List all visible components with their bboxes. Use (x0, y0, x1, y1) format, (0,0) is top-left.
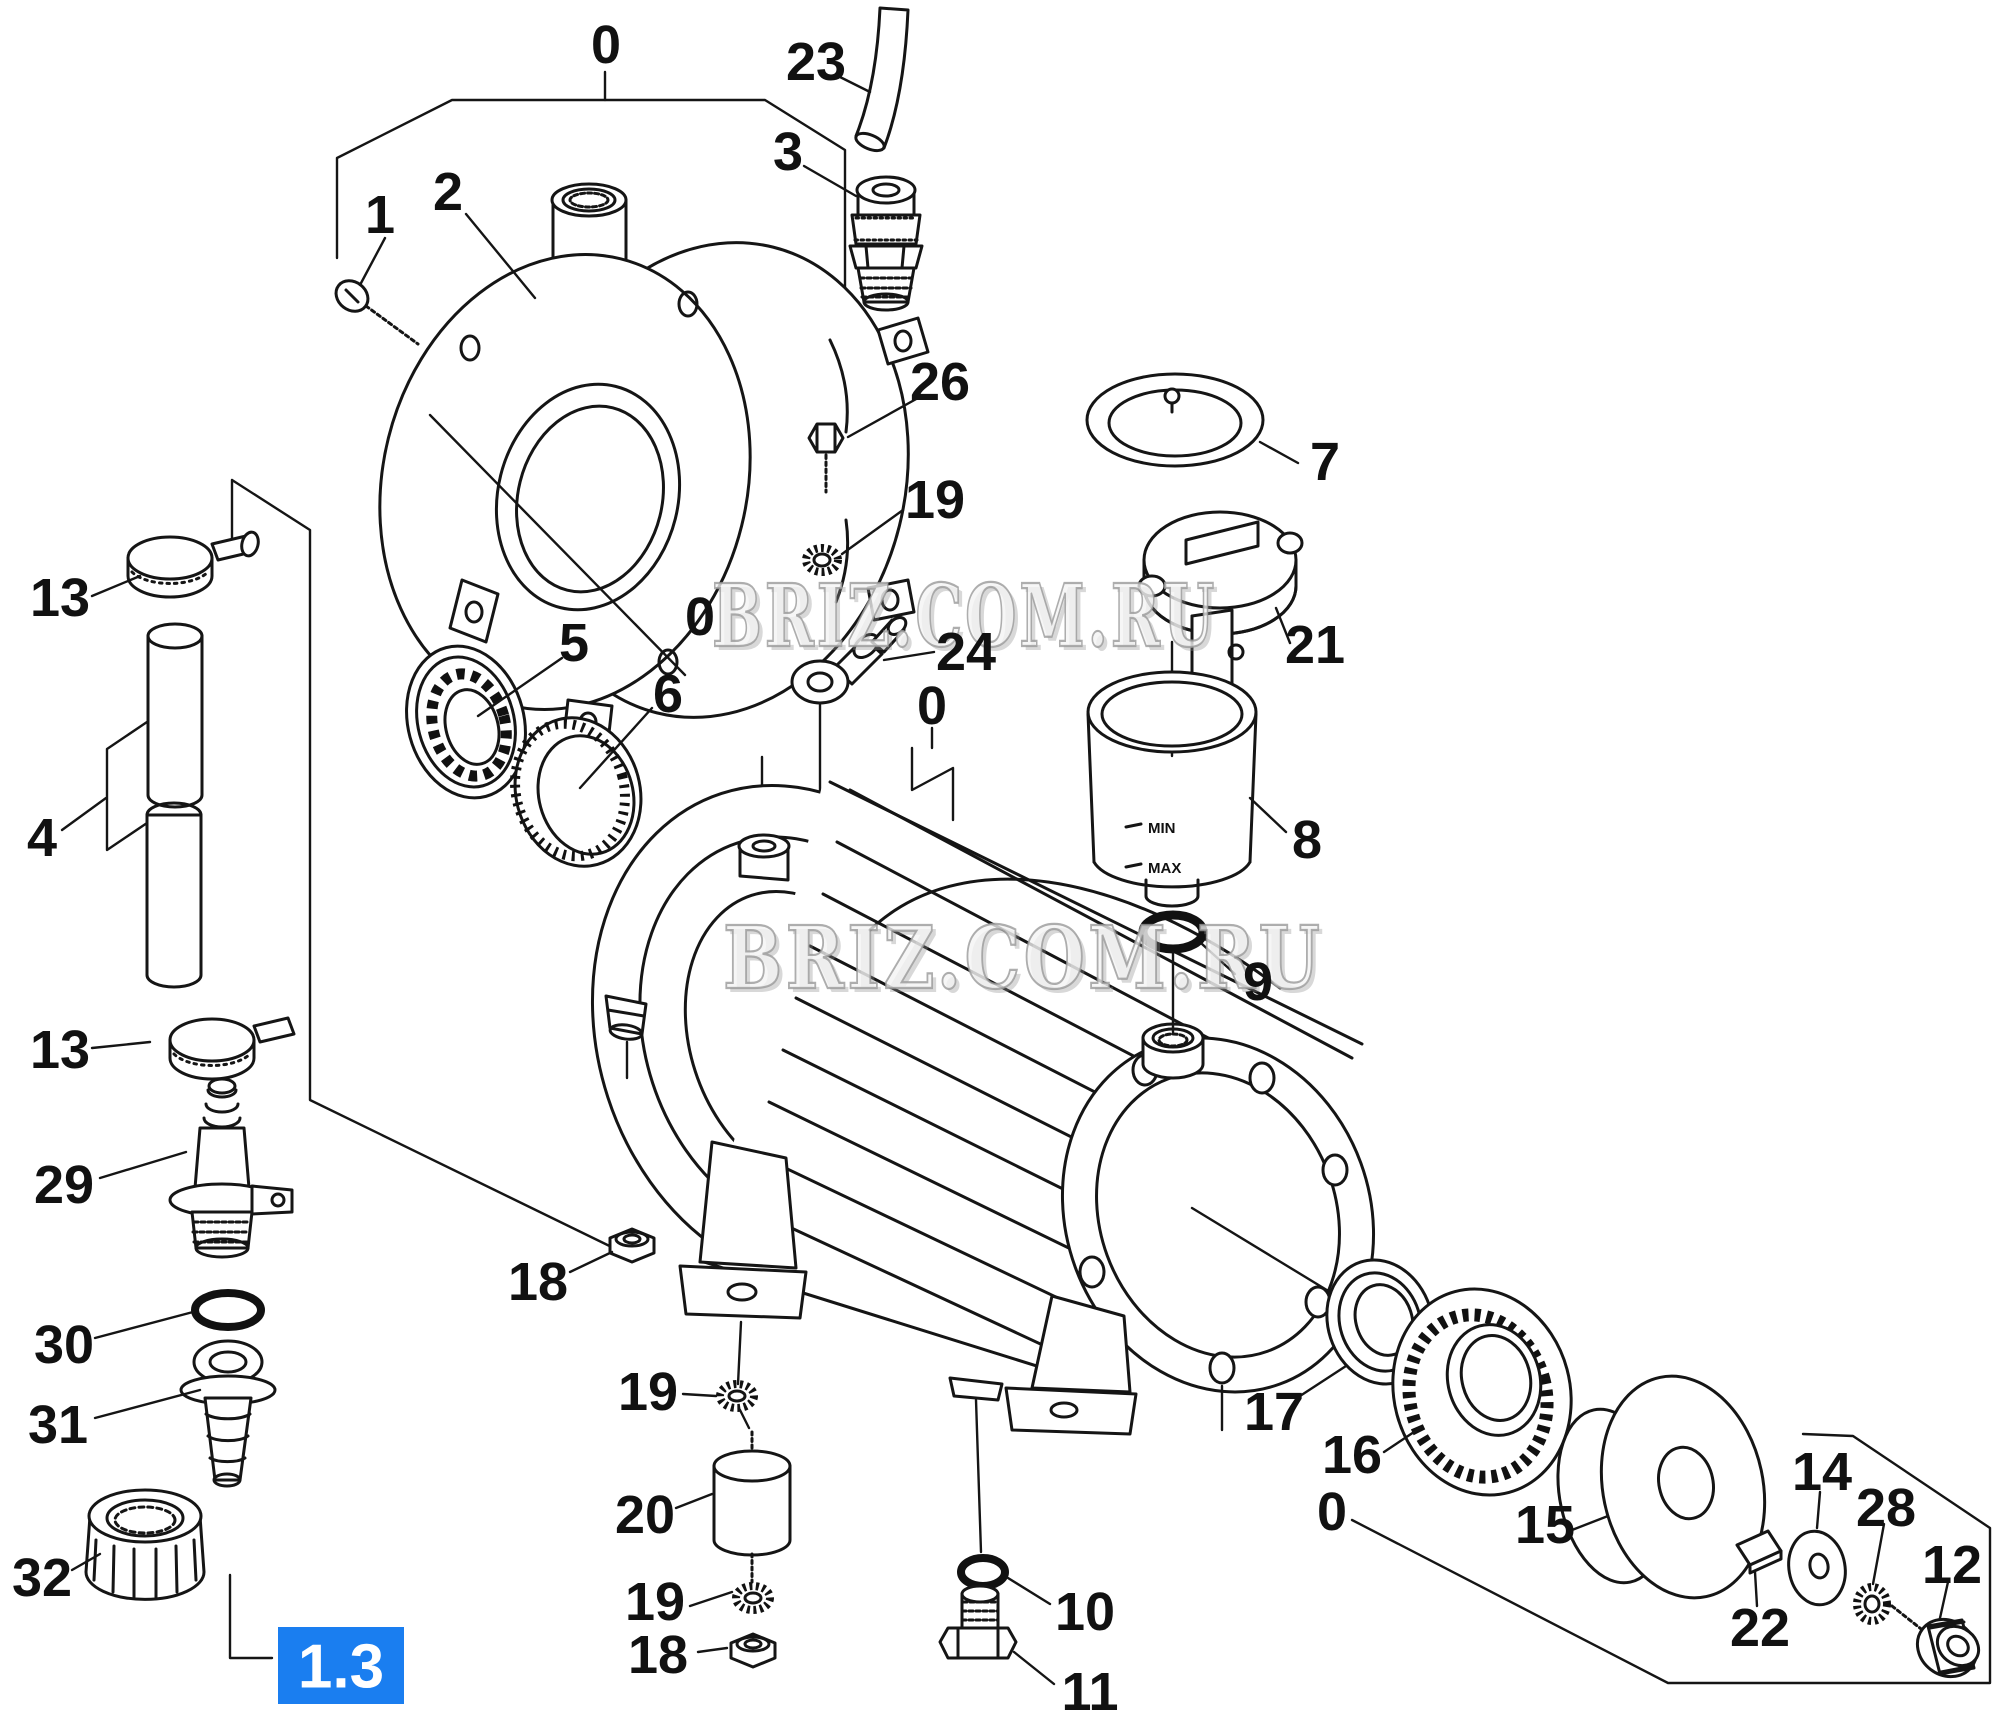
part-callout-17: 17 (1244, 1382, 1304, 1442)
part-callout-29: 29 (34, 1155, 94, 1215)
hose-barb-31 (179, 1339, 277, 1488)
part-callout-9: 9 (1243, 952, 1273, 1012)
part-callout-20: 20 (615, 1485, 675, 1545)
svg-text:BRIZ.COM.RU: BRIZ.COM.RU (723, 908, 1323, 1009)
svg-text:BRIZ.COM.RU: BRIZ.COM.RU (712, 566, 1217, 667)
part-callout-12: 12 (1922, 1535, 1982, 1595)
oil-container-8: MIN MAX (1086, 670, 1258, 908)
part-callout-16: 16 (1322, 1425, 1382, 1485)
oil-max-label: MAX (1148, 860, 1181, 877)
part-callout-19: 19 (625, 1572, 685, 1632)
drain-boss (948, 1376, 1004, 1554)
hose-fitting-3 (848, 175, 924, 312)
lock-washer-19-lower (732, 1582, 774, 1614)
bolt-26 (807, 422, 845, 494)
oil-cap-7 (1085, 372, 1265, 468)
shaft-key-22 (1735, 1529, 1783, 1575)
group-bracket-drive (1350, 1432, 1992, 1685)
washer-14 (1787, 1529, 1847, 1607)
nut-18-upper (608, 1227, 656, 1264)
part-callout-15: 15 (1515, 1495, 1575, 1555)
part-callout-2: 2 (433, 162, 463, 222)
part-callout-18: 18 (508, 1252, 568, 1312)
bell-boss (737, 833, 791, 882)
regulator-knob-21 (1137, 510, 1304, 758)
part-callout-21: 21 (1285, 615, 1345, 675)
right-mount-leg (1004, 1294, 1138, 1436)
rubber-damper-20 (712, 1430, 792, 1584)
badge-label[interactable]: 1.3 (298, 1633, 384, 1702)
subdiagram-badge-1-3[interactable]: 1.3 (278, 1627, 404, 1704)
part-callout-23: 23 (786, 32, 846, 92)
outlet-barb (604, 994, 648, 1080)
part-callout-1: 1 (365, 185, 395, 245)
part-callout-6: 6 (653, 664, 683, 724)
nut-18-lower (729, 1632, 777, 1669)
lock-washer-19-upper (802, 544, 842, 576)
oil-min-label: MIN (1148, 820, 1176, 837)
part-callout-10: 10 (1055, 1582, 1115, 1642)
cap-nut-32 (84, 1488, 206, 1601)
swash-plate-15 (1556, 1374, 1767, 1600)
watermark: BRIZ.COM.RU BRIZ.COM.RU (711, 565, 1221, 671)
part-callout-22: 22 (1730, 1598, 1790, 1658)
part-callout-28: 28 (1856, 1478, 1916, 1538)
suction-valve (168, 1077, 294, 1259)
svg-text:BRIZ.COM.RU: BRIZ.COM.RU (716, 570, 1221, 671)
part-callout-0: 0 (685, 587, 715, 647)
leader-lines (60, 74, 1950, 1686)
group-bracket-hose-column (105, 478, 630, 1660)
badge-background[interactable] (278, 1627, 404, 1704)
flange-screw-1 (334, 279, 420, 346)
part-callout-3: 3 (773, 122, 803, 182)
part-callout-0: 0 (917, 676, 947, 736)
drain-hose-23 (854, 6, 910, 153)
svg-text:BRIZ.COM.RU: BRIZ.COM.RU (727, 912, 1327, 1013)
watermark: BRIZ.COM.RU BRIZ.COM.RU (722, 907, 1327, 1013)
part-callout-30: 30 (34, 1315, 94, 1375)
o-ring-30 (191, 1289, 265, 1331)
star-washer-28 (1853, 1583, 1891, 1625)
part-callout-4: 4 (27, 808, 57, 868)
drain-plug-11 (938, 1584, 1018, 1660)
group-bracket-top (335, 70, 847, 312)
ball-bearing-5 (405, 644, 527, 800)
part-callout-5: 5 (559, 613, 589, 673)
part-callout-11: 11 (1061, 1662, 1118, 1716)
taper-bearing-16 (1391, 1287, 1573, 1497)
o-ring-9 (1138, 910, 1208, 954)
suction-hose-tube (145, 622, 204, 989)
part-callout-19: 19 (905, 470, 965, 530)
part-callout-24: 24 (936, 622, 996, 682)
part-callout-19: 19 (618, 1362, 678, 1422)
hose-clamp-lower (168, 1016, 296, 1081)
oil-fill-port (1141, 1022, 1205, 1080)
part-callout-7: 7 (1310, 432, 1340, 492)
left-mount-leg (678, 1140, 808, 1386)
part-callout-8: 8 (1292, 810, 1322, 870)
part-callout-0: 0 (591, 15, 621, 75)
hose-clamp-upper (126, 530, 260, 599)
o-ring-10 (957, 1554, 1009, 1590)
part-callout-14: 14 (1792, 1442, 1852, 1502)
socket-bolt-12 (1890, 1604, 1981, 1679)
part-callout-26: 26 (910, 352, 970, 412)
part-callout-0: 0 (1317, 1482, 1347, 1542)
part-callout-31: 31 (28, 1395, 88, 1455)
part-callout-32: 32 (12, 1548, 72, 1608)
part-callout-13: 13 (30, 568, 90, 628)
motor-end-face (1060, 1036, 1376, 1394)
part-callout-13: 13 (30, 1020, 90, 1080)
lock-washer-19-mid (716, 1380, 758, 1430)
bearing-cover-flange (378, 182, 752, 744)
part-callout-18: 18 (628, 1625, 688, 1685)
